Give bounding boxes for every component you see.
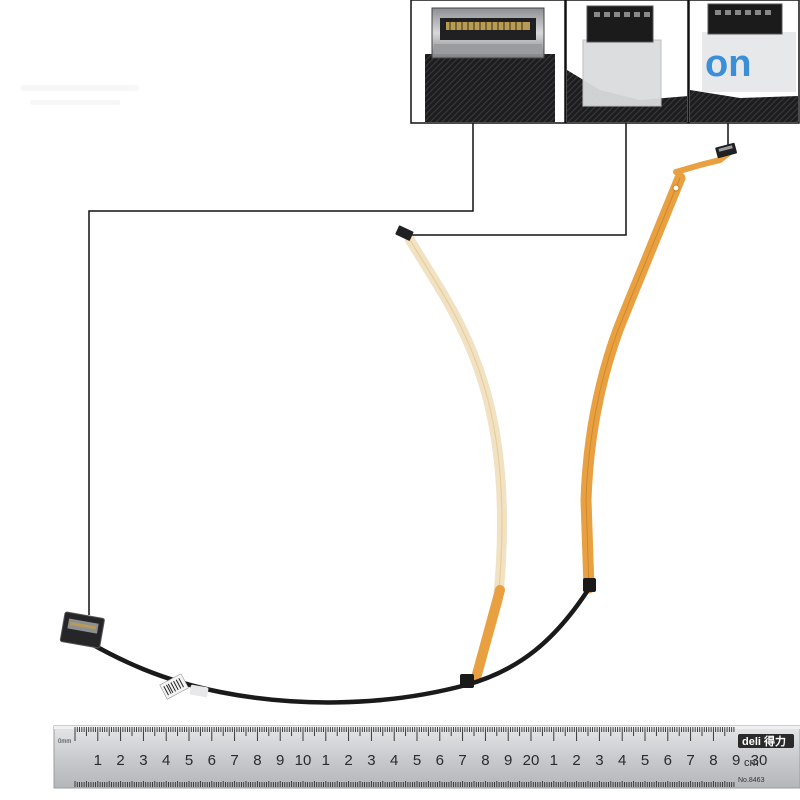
ruler-number: 7 xyxy=(230,752,238,769)
cable-assembly xyxy=(59,142,737,705)
ruler-number: 20 xyxy=(523,752,540,769)
inset-connector-detail-1 xyxy=(410,0,566,124)
callout-line-1 xyxy=(88,123,474,615)
ruler-ticks xyxy=(74,727,735,787)
ruler-model: No.8463 xyxy=(738,777,765,784)
ruler-number: 9 xyxy=(276,752,284,769)
callout-line-2 xyxy=(410,123,627,236)
ruler-number: 5 xyxy=(413,752,421,769)
pale-flex-cable xyxy=(405,235,508,683)
inset-label-text: on xyxy=(705,43,751,85)
ruler-number: 8 xyxy=(481,752,489,769)
ruler-number: 5 xyxy=(641,752,649,769)
pale-flex-orange-end xyxy=(471,585,505,683)
ruler-number: 1 xyxy=(94,752,102,769)
orange-flex-connector xyxy=(715,142,737,159)
inset-connector-detail-2 xyxy=(565,0,689,124)
callout-lines xyxy=(88,123,729,615)
ruler-brand-badge: deli 得力 xyxy=(738,734,794,748)
main-lcd-connector xyxy=(59,611,105,649)
ruler-number: 3 xyxy=(139,752,147,769)
ruler-number: 6 xyxy=(208,752,216,769)
ruler-number: 9 xyxy=(732,752,740,769)
inset-connector-detail-3: on xyxy=(688,0,800,124)
ruler-number: 6 xyxy=(664,752,672,769)
orange-flex-cable xyxy=(580,172,686,594)
background-watermark-smudge xyxy=(20,85,140,105)
orange-flex-ferrule xyxy=(583,578,596,592)
ruler-number: 8 xyxy=(253,752,261,769)
ruler-brand: deli 得力 xyxy=(742,734,786,748)
inset-panels: on xyxy=(410,0,800,124)
ruler-number: 7 xyxy=(686,752,694,769)
ruler-number: 4 xyxy=(162,752,170,769)
connector-slots-3 xyxy=(715,10,771,15)
black-round-cable xyxy=(85,587,591,705)
connector-slots xyxy=(594,12,650,17)
barcode-sticker xyxy=(159,673,189,700)
ruler-number: 2 xyxy=(116,752,124,769)
ruler-number: 6 xyxy=(436,752,444,769)
pale-flex-connector xyxy=(395,225,414,241)
ruler-mm-label: 0mm xyxy=(58,739,71,745)
ruler-number: 2 xyxy=(572,752,580,769)
junction-clip xyxy=(460,674,474,688)
orange-flex-hole xyxy=(672,184,680,192)
ruler-number: 10 xyxy=(295,752,312,769)
ruler-number: 8 xyxy=(709,752,717,769)
ruler-number: 7 xyxy=(458,752,466,769)
ruler-number: 4 xyxy=(618,752,626,769)
ruler-number: 1 xyxy=(322,752,330,769)
ruler-number: 3 xyxy=(367,752,375,769)
ruler-number: 5 xyxy=(185,752,193,769)
white-tape-wrap xyxy=(189,684,209,698)
ruler-unit-label: cm xyxy=(744,757,759,769)
ruler-number: 2 xyxy=(344,752,352,769)
connector-pins xyxy=(446,22,530,30)
ruler-number: 1 xyxy=(550,752,558,769)
ruler-number: 4 xyxy=(390,752,398,769)
ruler-number: 3 xyxy=(595,752,603,769)
ruler-number: 30 xyxy=(751,752,768,769)
ruler-number: 9 xyxy=(504,752,512,769)
